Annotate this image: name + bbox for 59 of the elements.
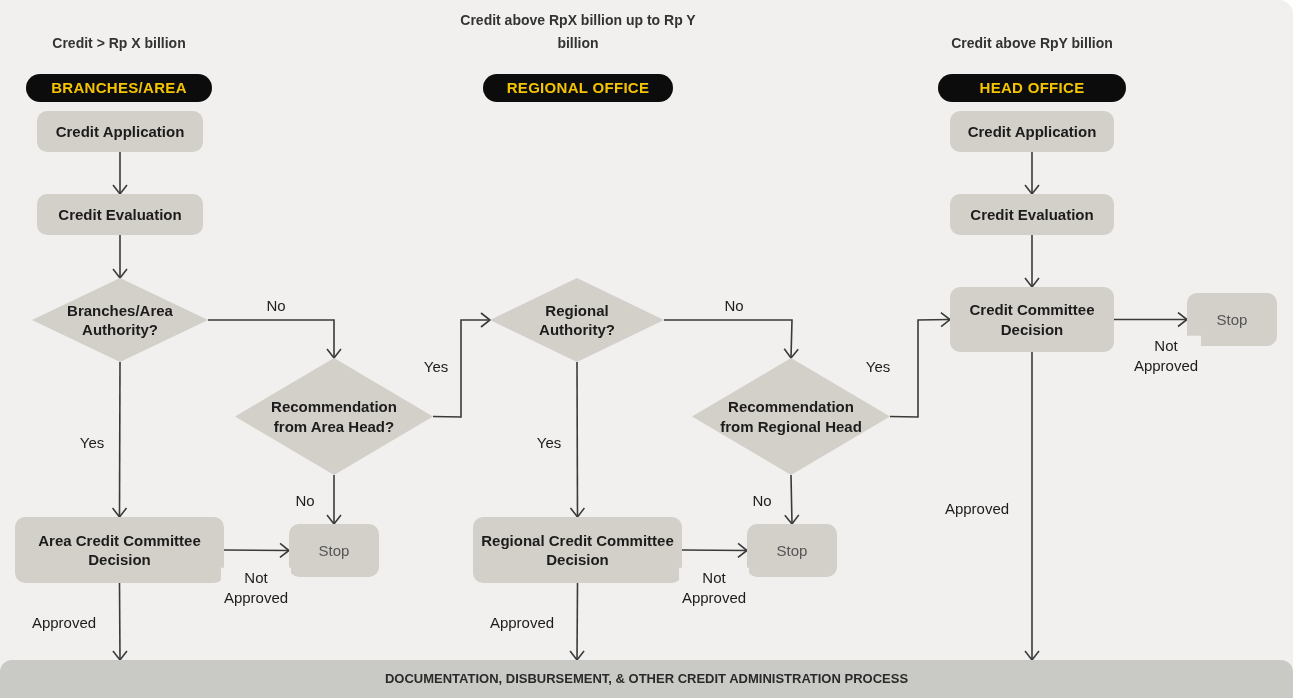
arrow: [111, 361, 128, 518]
node-text: Credit Evaluation: [970, 204, 1094, 225]
arrow: [663, 319, 800, 359]
decision-diamond: [32, 278, 208, 362]
arrow: [112, 234, 128, 279]
arrow: [1024, 351, 1040, 661]
node-text: Stop: [1216, 309, 1248, 330]
node-text: Recommendation from Area Head?: [270, 397, 398, 436]
node-text: Recommendation from Regional Head: [719, 397, 863, 436]
node-text: Stop: [776, 540, 808, 561]
decision-diamond: [490, 278, 664, 362]
arrow: [1024, 151, 1040, 195]
arrow: [207, 319, 342, 359]
section-note: Credit above RpY billion: [950, 33, 1114, 53]
process-box: [37, 111, 203, 152]
node-text: Branches/Area Authority?: [66, 300, 174, 340]
section-title: REGIONAL OFFICE: [506, 78, 650, 98]
arrow: [569, 582, 585, 661]
node-text: Regional Credit Committee Decision: [481, 530, 674, 570]
section-title: BRANCHES/AREA: [51, 78, 187, 98]
section-title: HEAD OFFICE: [979, 78, 1085, 98]
arrow: [681, 542, 748, 559]
process-bar: [0, 660, 1293, 698]
process-box: [950, 194, 1114, 235]
stop-box: [747, 524, 837, 577]
section-header-pill: [483, 74, 673, 102]
stop-box: [1187, 293, 1277, 346]
node-text: Credit Committee Decision: [968, 300, 1096, 339]
node-text: Area Credit Committee Decision: [37, 530, 202, 570]
process-box: [15, 517, 224, 583]
arrow: [432, 312, 491, 418]
section-header-pill: [938, 74, 1126, 102]
edge-label: Not Approved: [679, 567, 749, 609]
edge-label: Not Approved: [221, 567, 291, 609]
process-box: [37, 194, 203, 235]
arrow: [326, 474, 342, 525]
arrow: [784, 474, 800, 525]
stop-box: [289, 524, 379, 577]
arrow: [112, 151, 128, 195]
node-text: Credit Evaluation: [58, 204, 182, 225]
arrow: [889, 311, 951, 418]
node-text: Regional Authority?: [538, 300, 616, 340]
process-box: [950, 111, 1114, 152]
node-text: Credit Application: [55, 121, 185, 142]
arrow: [112, 582, 128, 661]
arrow: [223, 542, 290, 559]
node-text: Credit Application: [967, 121, 1097, 142]
decision-diamond: [692, 358, 890, 475]
section-note: Credit above RpX billion up to Rp Y billion: [459, 11, 697, 53]
node-text: DOCUMENTATION, DISBURSEMENT, & OTHER CREDIT ADMINISTRATION PROCESS: [384, 670, 909, 688]
section-header-pill: [26, 74, 212, 102]
arrow: [1024, 234, 1040, 288]
edge-label: Not Approved: [1131, 335, 1201, 377]
node-text: Stop: [318, 540, 350, 561]
process-box: [473, 517, 682, 583]
arrow: [569, 361, 586, 518]
arrow: [1113, 311, 1188, 328]
section-note: Credit > Rp X billion: [51, 33, 187, 53]
process-box: [950, 287, 1114, 352]
